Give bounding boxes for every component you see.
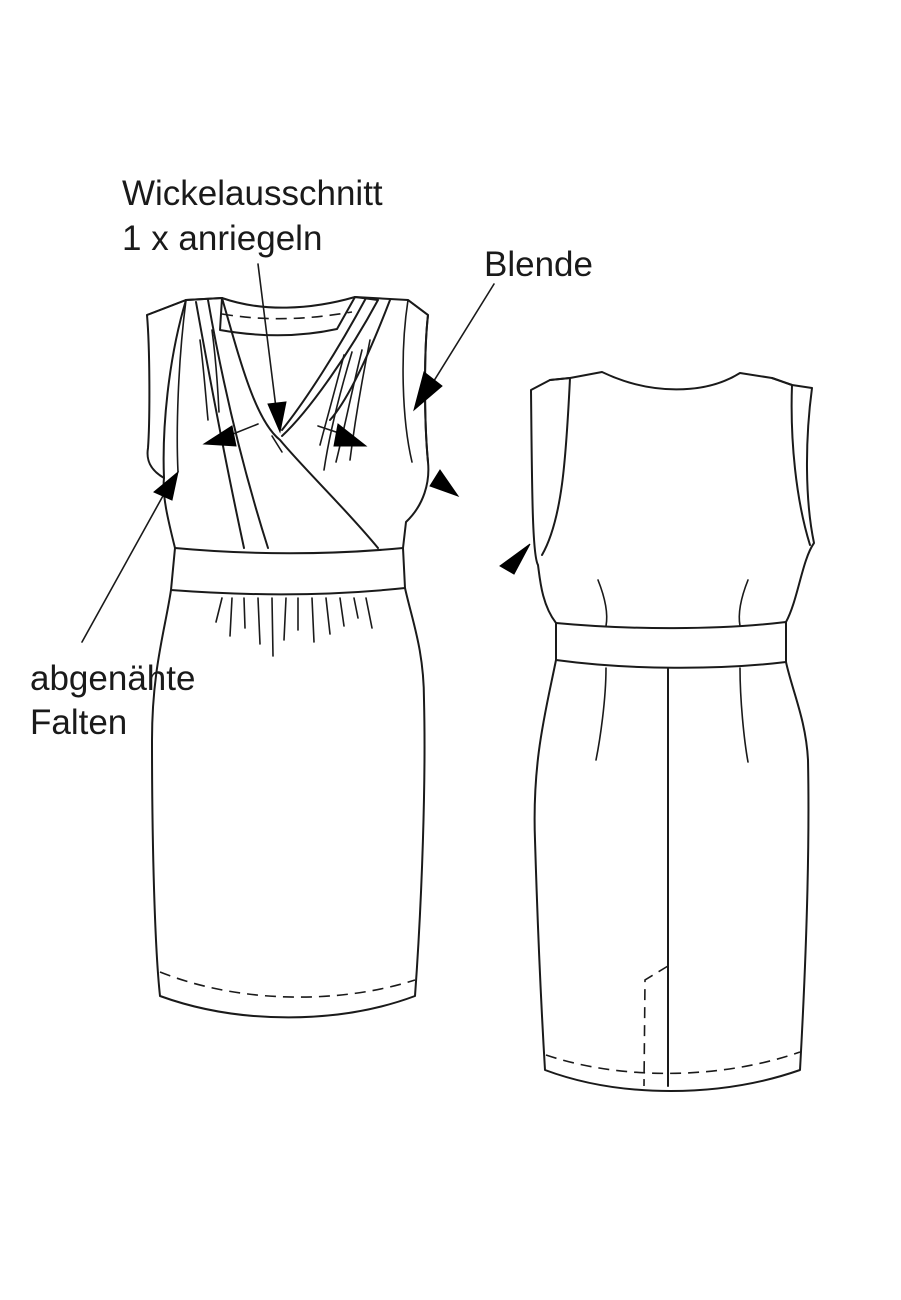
- facing-arrowhead: [413, 371, 443, 412]
- pleat-arrow-left-head: [202, 425, 237, 447]
- front-bodice-pleats-right: [319, 339, 371, 471]
- back-armhole-arrowhead: [499, 543, 531, 575]
- pleat-arrow-right-head: [333, 423, 368, 447]
- neckband-stitch: [221, 311, 353, 320]
- annotation-arrows: [81, 263, 531, 643]
- back-bodice-outline: [530, 371, 815, 624]
- front-skirt-outline: [151, 587, 426, 1019]
- front-armhole-arrowhead: [429, 469, 460, 497]
- sewn-pleats-label-line1: abgenähte: [30, 659, 195, 698]
- back-hem-stitch: [545, 1051, 801, 1075]
- front-right-armhole-inner: [402, 299, 413, 463]
- back-skirt-dart-left: [595, 667, 607, 761]
- front-waistband: [170, 547, 406, 596]
- front-left-armhole-inner: [176, 299, 187, 473]
- back-bodice-dart-right: [738, 579, 749, 627]
- back-vent-stitch: [643, 965, 669, 1087]
- dress-back-view: [530, 371, 815, 1092]
- back-right-armhole-facing: [771, 377, 811, 546]
- sewn-pleats-arrowhead: [153, 470, 179, 501]
- back-skirt-outline: [533, 659, 810, 1092]
- back-bodice-dart-left: [597, 579, 608, 627]
- back-left-armhole-facing: [541, 377, 571, 556]
- front-neckband: [219, 296, 356, 337]
- back-waistband: [555, 621, 787, 669]
- back-skirt-dart-right: [739, 667, 749, 763]
- wrap-neckline-arrowhead: [267, 401, 287, 434]
- front-right-wrap-panel: [281, 296, 379, 437]
- sewn-pleats-label-line2: Falten: [30, 703, 127, 742]
- front-left-wrap-panel: [185, 297, 379, 549]
- facing-leader: [431, 283, 495, 385]
- front-left-armhole-facing: [146, 299, 187, 479]
- sewn-pleats-leader: [81, 493, 165, 643]
- wrap-neckline-label-line2: 1 x anriegeln: [122, 219, 322, 258]
- wrap-neckline-label-line1: Wickelausschnitt: [122, 174, 383, 213]
- front-left-wrap-band: [195, 299, 269, 549]
- front-skirt-gathers: [215, 597, 373, 657]
- front-hem-stitch: [159, 971, 416, 998]
- facing-label: Blende: [484, 245, 593, 284]
- front-bodice-pleats-left: [199, 329, 220, 421]
- wrap-neckline-leader: [257, 263, 277, 409]
- dress-front-view: [146, 296, 430, 1019]
- wrap-tack-mark: [271, 435, 283, 453]
